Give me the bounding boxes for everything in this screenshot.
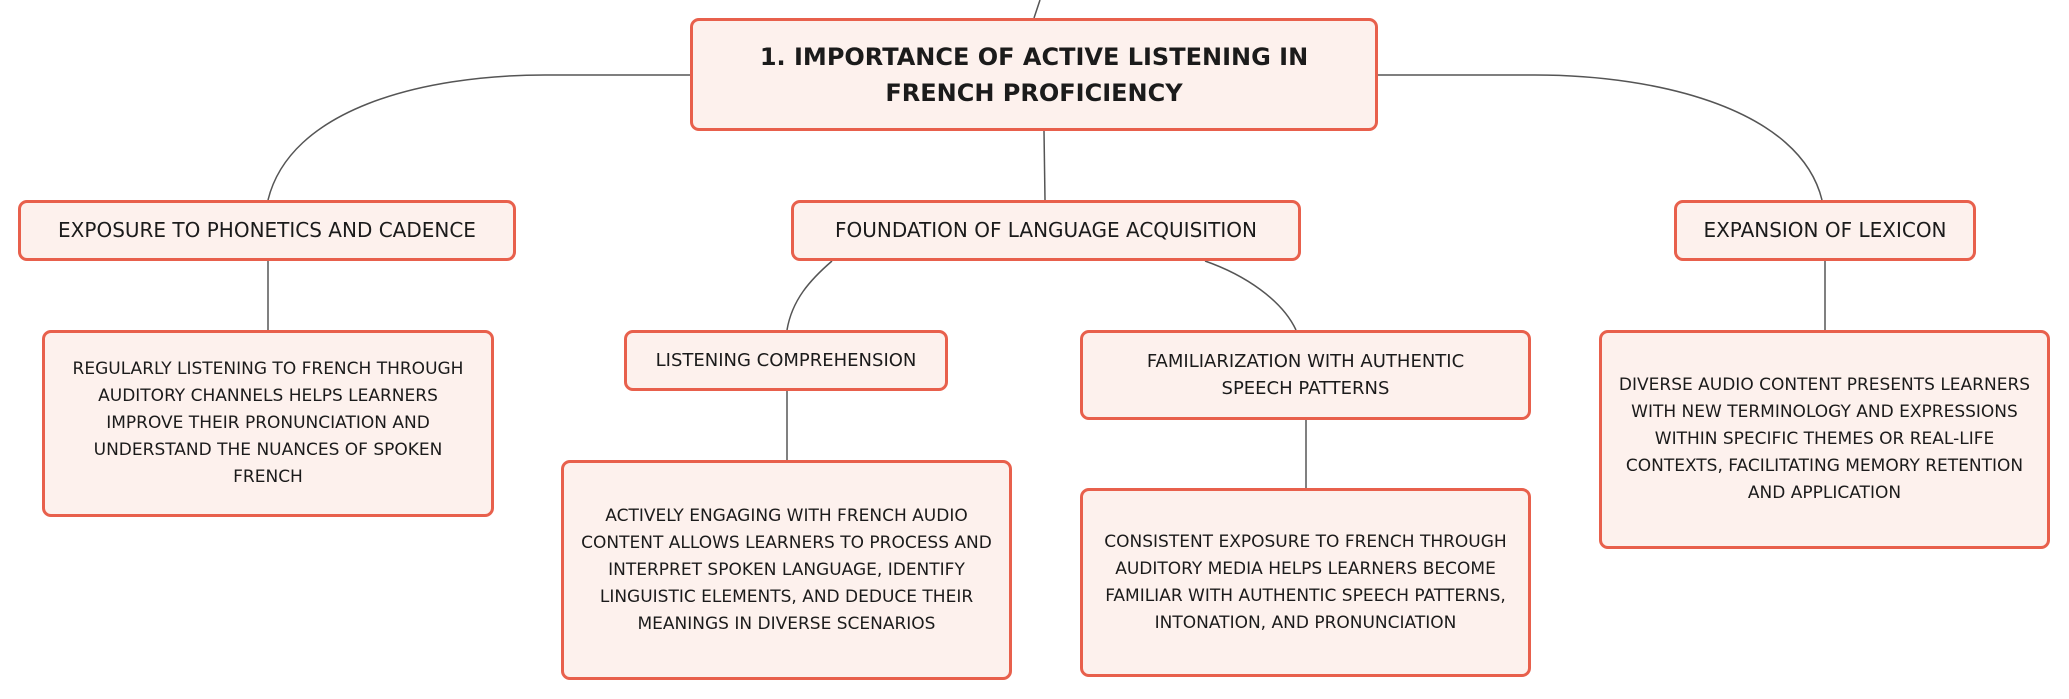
connector-root-incoming [1033,0,1041,19]
subtopic-label-familiarization: FAMILIARIZATION WITH AUTHENTIC SPEECH PA… [1146,351,1465,399]
connector-root-foundation [1043,130,1046,201]
root-topic-label: 1. IMPORTANCE OF ACTIVE LISTENING IN FRE… [759,42,1309,107]
branch-node-foundation[interactable]: FOUNDATION OF LANGUAGE ACQUISITION [791,200,1301,261]
detail-text-listening-comprehension: ACTIVELY ENGAGING WITH FRENCH AUDIO CONT… [581,505,992,634]
detail-text-familiarization: CONSISTENT EXPOSURE TO FRENCH THROUGH AU… [1104,531,1507,633]
branch-node-phonetics[interactable]: EXPOSURE TO PHONETICS AND CADENCE [18,200,516,261]
branch-node-lexicon[interactable]: EXPANSION OF LEXICON [1674,200,1976,261]
connector-root-lexicon [1378,74,1823,201]
detail-text-lexicon: DIVERSE AUDIO CONTENT PRESENTS LEARNERS … [1618,375,2031,503]
branch-label-phonetics: EXPOSURE TO PHONETICS AND CADENCE [58,218,476,242]
detail-node-phonetics[interactable]: REGULARLY LISTENING TO FRENCH THROUGH AU… [42,330,494,517]
branch-label-lexicon: EXPANSION OF LEXICON [1703,218,1947,242]
connector-root-phonetics [267,74,690,201]
root-topic-node[interactable]: 1. IMPORTANCE OF ACTIVE LISTENING IN FRE… [690,18,1378,131]
branch-label-foundation: FOUNDATION OF LANGUAGE ACQUISITION [835,218,1257,242]
connector-foundation-listening [786,260,833,331]
detail-node-lexicon[interactable]: DIVERSE AUDIO CONTENT PRESENTS LEARNERS … [1599,330,2050,549]
subtopic-node-familiarization[interactable]: FAMILIARIZATION WITH AUTHENTIC SPEECH PA… [1080,330,1531,420]
subtopic-label-listening-comprehension: LISTENING COMPREHENSION [655,350,917,371]
detail-node-listening-comprehension[interactable]: ACTIVELY ENGAGING WITH FRENCH AUDIO CONT… [561,460,1012,680]
detail-node-familiarization[interactable]: CONSISTENT EXPOSURE TO FRENCH THROUGH AU… [1080,488,1531,677]
connector-foundation-familiarization [1204,260,1297,331]
detail-text-phonetics: REGULARLY LISTENING TO FRENCH THROUGH AU… [72,359,464,487]
subtopic-node-listening-comprehension[interactable]: LISTENING COMPREHENSION [624,330,948,391]
